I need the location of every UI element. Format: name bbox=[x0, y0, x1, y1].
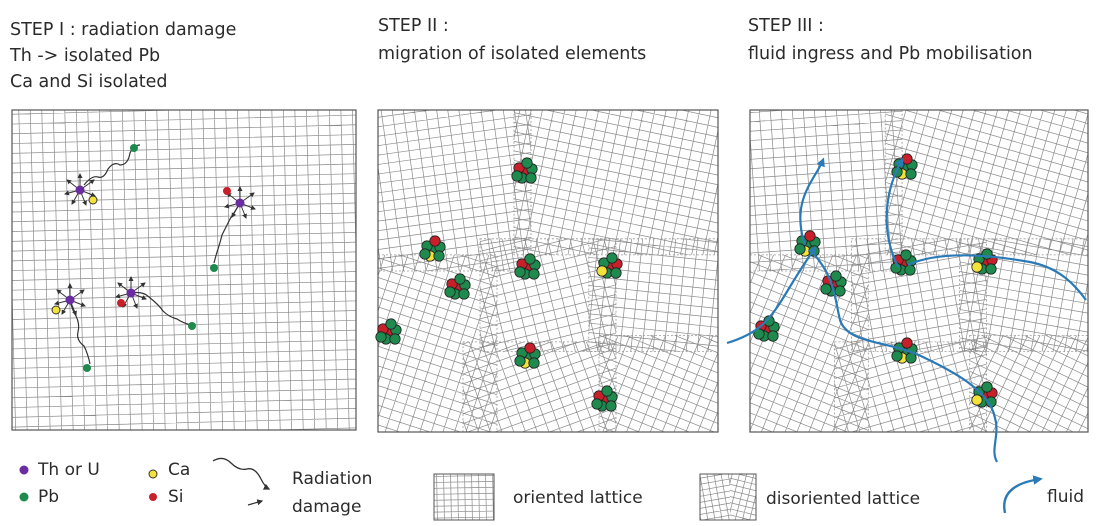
step1-atoms bbox=[51, 144, 256, 372]
fluid-line bbox=[809, 249, 998, 463]
step1-title: STEP I : radiation damage bbox=[10, 20, 237, 40]
panel-step1 bbox=[11, 109, 357, 431]
pb-atom bbox=[130, 144, 138, 152]
atom-cluster bbox=[596, 252, 623, 279]
step3-title: STEP III : bbox=[748, 16, 824, 36]
atom-cluster bbox=[444, 273, 471, 300]
step1-line2: Th -> isolated Pb bbox=[10, 46, 161, 66]
fluid-line bbox=[907, 254, 1087, 301]
atom-cluster bbox=[511, 157, 538, 184]
atom-cluster bbox=[375, 318, 402, 345]
legend-th-u-dot bbox=[19, 465, 29, 475]
lattice-grid bbox=[434, 474, 494, 520]
atom-cluster bbox=[514, 342, 541, 369]
damage-path bbox=[69, 299, 91, 365]
panel-border bbox=[11, 109, 357, 431]
legend-fluid-arrow bbox=[1003, 475, 1043, 514]
step1-line3: Ca and Si isolated bbox=[10, 72, 168, 92]
legend-pb-label: Pb bbox=[38, 487, 60, 507]
lattice-grid bbox=[599, 335, 718, 432]
panel-border bbox=[377, 109, 719, 433]
lattice-grid bbox=[969, 335, 1088, 432]
si-atom bbox=[223, 187, 231, 195]
th-u-atom bbox=[75, 185, 85, 195]
fluid-line bbox=[885, 157, 904, 268]
th-u-atom bbox=[235, 198, 245, 208]
panel-step2 bbox=[377, 109, 719, 433]
fluid-line bbox=[726, 245, 817, 345]
ca-atom bbox=[88, 195, 98, 205]
th-u-atom bbox=[65, 295, 75, 305]
damage-path bbox=[83, 144, 141, 186]
panel-step3 bbox=[749, 109, 1089, 433]
lattice-grid bbox=[588, 238, 718, 352]
lattice-grid bbox=[959, 238, 1088, 352]
legend-ca-label: Ca bbox=[168, 460, 191, 480]
lattice-grid bbox=[700, 474, 730, 520]
atom-cluster bbox=[794, 230, 821, 257]
th-u-atom bbox=[126, 288, 136, 298]
atom-cluster bbox=[419, 235, 446, 262]
legend-th-u-label: Th or U bbox=[38, 460, 100, 480]
legend-si-dot bbox=[149, 493, 157, 501]
legend-disoriented-label: disoriented lattice bbox=[766, 489, 921, 509]
atom-cluster bbox=[591, 385, 618, 412]
atom-cluster bbox=[971, 381, 998, 408]
panel-border bbox=[749, 109, 1089, 433]
legend-oriented-label: oriented lattice bbox=[513, 488, 643, 508]
pb-atom bbox=[83, 364, 91, 372]
legend bbox=[19, 457, 1043, 521]
legend-fluid-label: fluid bbox=[1047, 487, 1084, 507]
step3-line2: fluid ingress and Pb mobilisation bbox=[748, 44, 1033, 64]
lattice-grid bbox=[730, 474, 756, 520]
legend-disoriented-lattice-icon bbox=[699, 473, 757, 521]
legend-radiation-label-1: Radiation bbox=[292, 469, 373, 489]
step2-title: STEP II : bbox=[378, 16, 449, 36]
pb-atom bbox=[210, 264, 218, 272]
legend-oriented-lattice-icon bbox=[433, 473, 495, 521]
atom-cluster bbox=[971, 248, 998, 275]
fluid-line bbox=[799, 157, 825, 246]
atom-cluster bbox=[514, 253, 541, 280]
legend-ca-dot bbox=[148, 469, 158, 479]
fluid-paths bbox=[726, 157, 1087, 463]
legend-si-label: Si bbox=[168, 487, 184, 507]
lattice-grid bbox=[12, 110, 356, 430]
step2-line2: migration of isolated elements bbox=[378, 44, 647, 64]
legend-radiation-label-2: damage bbox=[292, 497, 362, 517]
ca-atom bbox=[51, 305, 61, 315]
legend-damage-arrow bbox=[247, 499, 264, 506]
legend-pb-dot bbox=[19, 492, 29, 502]
damage-path bbox=[130, 291, 192, 326]
legend-damage-wiggle bbox=[212, 457, 271, 490]
si-atom bbox=[117, 299, 125, 307]
pb-atom bbox=[188, 322, 196, 330]
